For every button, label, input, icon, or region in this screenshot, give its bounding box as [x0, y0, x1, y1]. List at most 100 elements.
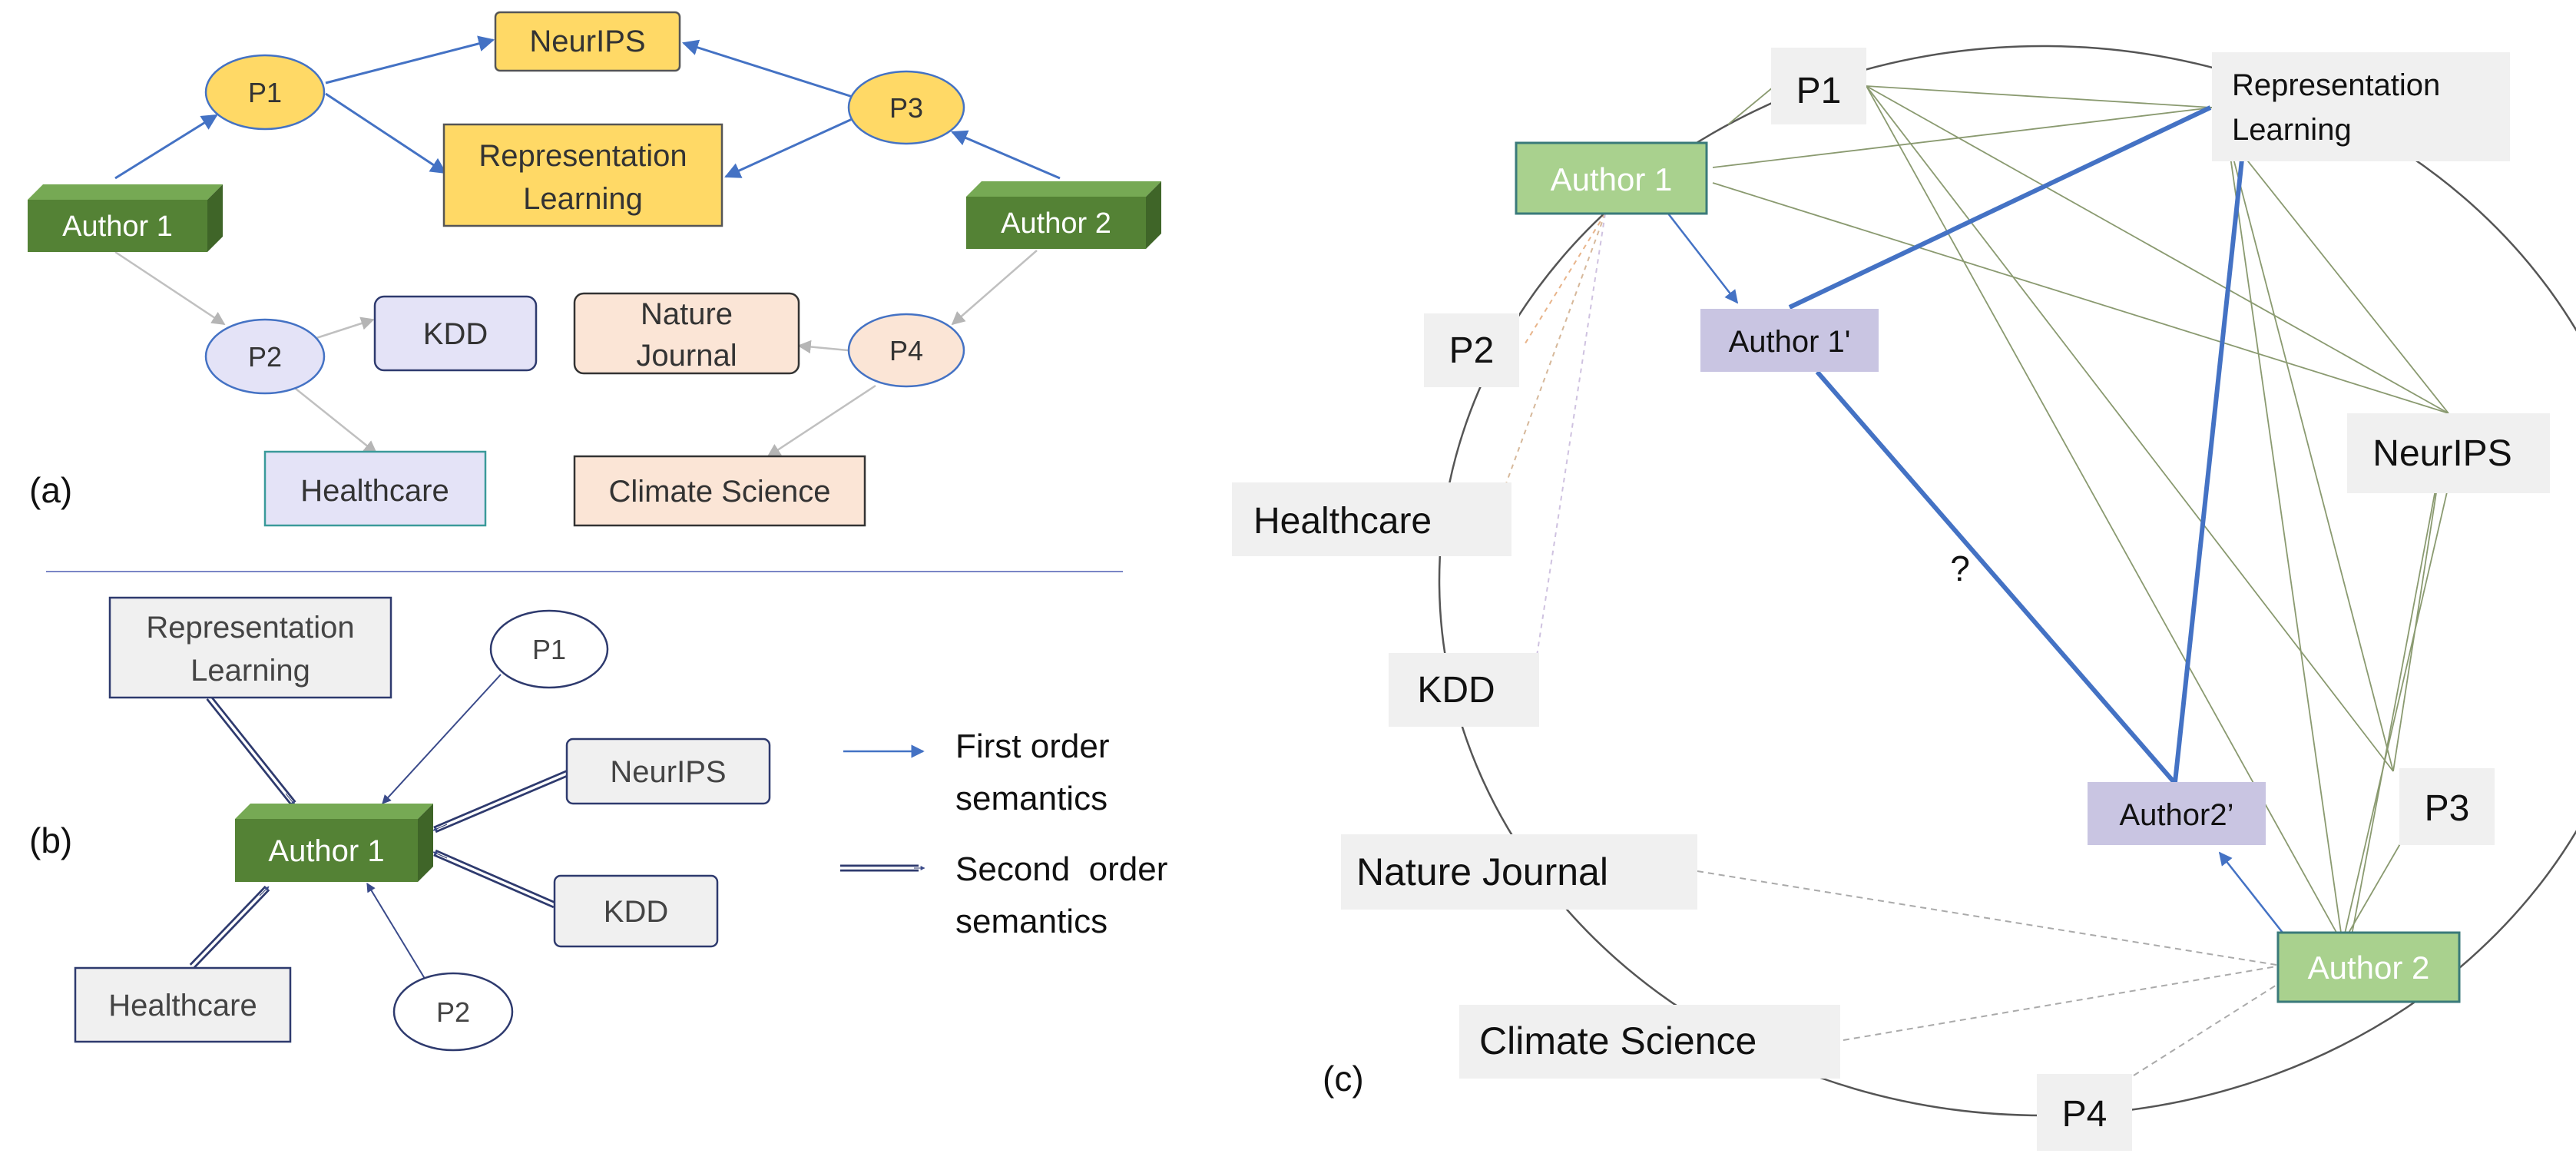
- panel-b-healthcare-label: Healthcare: [108, 989, 257, 1023]
- panel-a-p2-node: [204, 318, 326, 395]
- panel-b-neurips-label: NeurIPS: [610, 755, 726, 789]
- panel-a-p2-label: P2: [248, 341, 282, 373]
- panel-c-neurips-node: [2347, 413, 2550, 493]
- panel-a-p3-node: [847, 70, 965, 145]
- panel-c-replearning-label-2: Learning: [2232, 113, 2352, 147]
- edge-p4-climate: [767, 384, 876, 458]
- panel-b-author1-label: Author 1: [268, 834, 384, 868]
- panel-b-kdd-label: KDD: [604, 895, 668, 929]
- panel-c-author1prime-label: Author 1': [1729, 325, 1851, 359]
- panel-a-label: (a): [29, 470, 72, 510]
- panel-c-p3-node: [2399, 768, 2495, 845]
- panel-c-author2-node: [2276, 931, 2461, 1003]
- panel-c-p2-label: P2: [1449, 330, 1495, 371]
- panel-c-author2prime-label: Author2’: [2120, 798, 2234, 832]
- edge-p2-kdd: [316, 317, 375, 340]
- panel-c-author1-node: [1515, 141, 1708, 215]
- panel-a-kdd-node: [373, 295, 538, 372]
- panel-a-author1-node: Author 1: [28, 184, 223, 252]
- panel-b-replearning-node: [108, 596, 392, 699]
- panel-c-healthcare-node: [1232, 482, 1511, 556]
- edge-b-replearning-author1: [285, 793, 296, 806]
- panel-a-p1-label: P1: [248, 77, 282, 108]
- edge-author2-p4: [951, 250, 1038, 326]
- panel-c-author1-label: Author 1: [1551, 161, 1673, 197]
- panel-a-replearning-label-1: Representation: [478, 139, 687, 173]
- panel-a-climate-node: [573, 455, 866, 527]
- edge-p1-replearning: [325, 92, 447, 174]
- panel-c-kdd-node: [1389, 653, 1539, 727]
- legend-second-order-label-1: Second order: [955, 850, 1167, 888]
- panel-a-healthcare-node: [263, 450, 487, 527]
- panel-b-p1-node: [489, 609, 609, 689]
- panel-b-p2-label: P2: [436, 996, 470, 1028]
- panel-a-replearning-label-2: Learning: [523, 182, 643, 216]
- panel-a-p4-node: [847, 313, 965, 388]
- panel-b-author1-node: Author 1: [235, 804, 433, 882]
- panel-b-legend: First order semantics Second order seman…: [840, 728, 1167, 940]
- panel-a-nature-label-1: Nature: [641, 297, 733, 331]
- panel-b-neurips-node: [565, 737, 771, 805]
- legend-first-order-label-2: semantics: [955, 780, 1108, 817]
- edge-c-author1prime-replearning: [1788, 105, 2212, 310]
- panel-c-p4-label: P4: [2062, 1094, 2107, 1135]
- panel-c-author2prime-node: [2088, 782, 2266, 845]
- edge-p3-neurips: [681, 39, 853, 98]
- panel-b-replearning-label-1: Representation: [146, 611, 354, 645]
- edge-b-p2-author1: [366, 882, 429, 986]
- panel-b-healthcare-node: [74, 966, 292, 1043]
- panel-a-p3-label: P3: [889, 92, 923, 124]
- panel-a-author2-node: Author 2: [966, 181, 1161, 249]
- panel-c-p4-node: [2037, 1074, 2132, 1151]
- panel-a-edges: [114, 35, 1061, 458]
- edge-b-kdd-author1: [432, 851, 448, 859]
- edge-author2-p3: [951, 130, 1061, 180]
- panel-c-climate-label: Climate Science: [1479, 1019, 1757, 1062]
- edge-author1-p2: [114, 250, 226, 326]
- panel-c-p3-label: P3: [2425, 788, 2470, 829]
- edge-p2-healthcare: [291, 385, 378, 455]
- edge-b-healthcare-author1: [259, 886, 270, 897]
- panel-c-kdd-label: KDD: [1417, 670, 1495, 711]
- edge-p4-nature: [797, 340, 849, 354]
- edge-c-replearning-author2prime: [2173, 151, 2245, 783]
- panel-c: P1 Representation Learning Author 1 Auth…: [1232, 45, 2576, 1151]
- panel-c-author2-label: Author 2: [2308, 950, 2430, 986]
- panel-a-p4-label: P4: [889, 335, 923, 366]
- edge-b-neurips-author1: [432, 824, 448, 831]
- edge-b-p1-author1: [382, 674, 502, 804]
- panel-c-edges: [1505, 79, 2449, 1076]
- panel-c-replearning-node: [2212, 52, 2510, 161]
- panel-c-p1-node: [1771, 48, 1866, 124]
- edge-p3-replearning: [724, 115, 858, 178]
- panel-b-p1-label: P1: [532, 634, 566, 665]
- panel-b-edges: [189, 674, 570, 986]
- panel-a: Author 1 Author 2 P1 P3 NeurIPS Represen…: [28, 11, 1161, 527]
- panel-a-nature-label-2: Journal: [636, 339, 737, 373]
- panel-c-question-mark: ?: [1950, 549, 1970, 588]
- legend-first-order-label-1: First order: [955, 728, 1109, 765]
- panel-a-author2-label: Author 2: [1001, 207, 1111, 240]
- edge-p1-neurips: [325, 35, 495, 85]
- panel-c-p1-label: P1: [1796, 71, 1842, 111]
- edge-c-author1-author1prime: [1667, 213, 1739, 304]
- panel-b-replearning-label-2: Learning: [190, 654, 310, 688]
- panel-a-author1-label: Author 1: [62, 210, 173, 243]
- panel-a-nature-node: [573, 292, 800, 375]
- panel-a-climate-label: Climate Science: [608, 475, 830, 509]
- legend-second-order-label-2: semantics: [955, 903, 1108, 940]
- panel-c-p2-node: [1424, 313, 1519, 387]
- panel-b-kdd-node: [553, 874, 719, 948]
- panel-c-nature-node: [1341, 834, 1697, 910]
- panel-c-author1prime-node: [1700, 309, 1879, 372]
- panel-c-replearning-label-1: Representation: [2232, 68, 2440, 102]
- panel-c-climate-node: [1459, 1005, 1840, 1079]
- panel-b-p2-node: [392, 972, 514, 1052]
- panel-c-label: (c): [1323, 1059, 1364, 1099]
- panel-a-neurips-label: NeurIPS: [529, 25, 645, 58]
- panel-a-replearning-node: [442, 123, 723, 227]
- panel-b: Representation Learning P1 NeurIPS Autho…: [29, 596, 1167, 1052]
- panel-a-healthcare-label: Healthcare: [300, 474, 449, 508]
- panel-c-nature-label: Nature Journal: [1356, 850, 1608, 893]
